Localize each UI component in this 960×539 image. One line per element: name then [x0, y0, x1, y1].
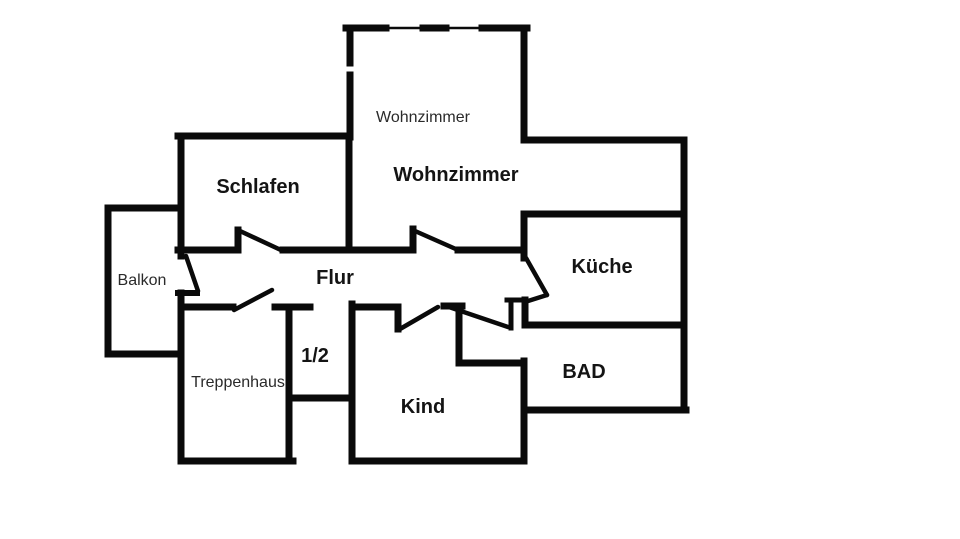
- room-label-wohnzimmer-upper: Wohnzimmer: [376, 109, 471, 126]
- room-label-balkon: Balkon: [118, 272, 167, 289]
- room-label-kind: Kind: [401, 396, 445, 418]
- door-swing: [231, 287, 275, 313]
- door-swing: [183, 253, 201, 294]
- room-label-bad: BAD: [562, 361, 605, 383]
- room-label-schlafen: Schlafen: [216, 176, 299, 198]
- door-swing: [237, 228, 286, 254]
- room-label-kueche: Küche: [571, 256, 632, 278]
- door-swings: [183, 228, 550, 332]
- door-swing: [443, 303, 511, 330]
- door-swing: [397, 304, 441, 332]
- walls: [104, 24, 690, 465]
- door-swing: [523, 255, 550, 298]
- door-swing: [412, 228, 461, 253]
- room-label-treppenhaus: Treppenhaus: [191, 374, 285, 391]
- room-labels: Wohnzimmer Wohnzimmer Schlafen Balkon Fl…: [118, 109, 633, 418]
- door-swing: [525, 292, 550, 304]
- room-label-half-room: 1/2: [301, 345, 329, 367]
- room-label-wohnzimmer: Wohnzimmer: [393, 164, 518, 186]
- room-label-flur: Flur: [316, 267, 354, 289]
